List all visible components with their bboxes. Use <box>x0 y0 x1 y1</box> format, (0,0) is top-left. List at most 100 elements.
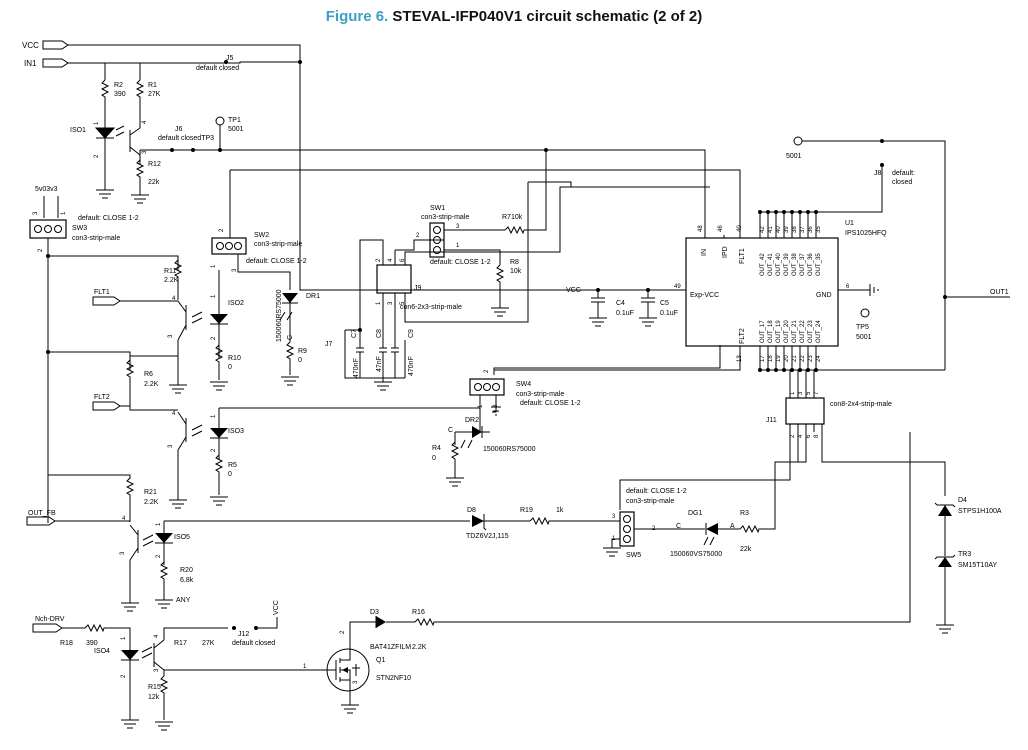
switch-sw4: 2 SW4 con3-strip-male default: CLOSE 1-2… <box>469 345 721 432</box>
svg-text:J9: J9 <box>414 285 422 292</box>
svg-text:Q1: Q1 <box>376 657 385 664</box>
svg-text:390: 390 <box>114 91 126 98</box>
svg-text:default closed: default closed <box>196 65 239 72</box>
jumper-j8: J8 default: closed <box>874 139 915 186</box>
svg-text:C5: C5 <box>660 300 669 307</box>
svg-text:0: 0 <box>432 455 436 462</box>
svg-text:40: 40 <box>737 225 743 232</box>
port-flt1: FLT1 4 <box>92 289 178 306</box>
jumper-j12: J12 default closed VCC <box>232 600 280 647</box>
svg-text:D4: D4 <box>958 497 967 504</box>
svg-text:FLT2: FLT2 <box>94 394 110 401</box>
svg-text:42: 42 <box>760 226 766 233</box>
svg-text:4: 4 <box>798 434 804 438</box>
svg-text:IN1: IN1 <box>24 59 37 68</box>
svg-text:27K: 27K <box>148 91 161 98</box>
resistor-r9: R9 0 <box>281 341 307 386</box>
resistor-r2: R2 390 <box>100 79 126 128</box>
svg-text:DR2: DR2 <box>465 417 479 424</box>
svg-text:3: 3 <box>142 150 148 154</box>
resistor-r15: R15 12k 1 <box>148 664 307 731</box>
svg-text:5v03v3: 5v03v3 <box>35 186 58 193</box>
svg-text:3: 3 <box>353 680 359 684</box>
svg-text:36: 36 <box>808 226 814 233</box>
svg-text:8: 8 <box>814 434 820 438</box>
svg-text:IN: IN <box>701 249 708 256</box>
svg-text:OUT_24: OUT_24 <box>816 320 822 343</box>
svg-text:3: 3 <box>388 301 394 305</box>
svg-text:J6: J6 <box>175 126 183 133</box>
svg-text:J12: J12 <box>238 631 249 638</box>
svg-text:2: 2 <box>340 630 346 634</box>
svg-text:FLT2: FLT2 <box>739 328 746 344</box>
svg-text:1k: 1k <box>556 507 564 514</box>
svg-text:0: 0 <box>298 357 302 364</box>
svg-text:OUT_20: OUT_20 <box>784 320 790 343</box>
svg-text:5001: 5001 <box>228 126 244 133</box>
svg-text:OUT_23: OUT_23 <box>808 320 814 343</box>
svg-text:SW3: SW3 <box>72 225 87 232</box>
svg-text:OUT_37: OUT_37 <box>800 253 806 276</box>
svg-text:22k: 22k <box>740 546 752 553</box>
svg-text:0.1uF: 0.1uF <box>616 310 634 317</box>
svg-text:12k: 12k <box>148 694 160 701</box>
svg-text:C: C <box>287 335 294 340</box>
svg-text:2: 2 <box>94 154 100 158</box>
capacitor-c7: C7 470nF <box>351 329 364 378</box>
svg-text:46: 46 <box>718 225 724 232</box>
svg-text:2.2K: 2.2K <box>412 644 427 651</box>
zener-d8: D8 TDZ6V2J,115 <box>466 507 530 540</box>
svg-text:FLT1: FLT1 <box>94 289 110 296</box>
svg-text:C9: C9 <box>408 329 415 338</box>
led-dr1: DR1 150060RS75000 C <box>276 289 320 342</box>
svg-text:OUT_19: OUT_19 <box>776 320 782 343</box>
svg-text:2: 2 <box>416 233 420 239</box>
svg-text:ISO3: ISO3 <box>228 428 244 435</box>
svg-text:default: CLOSE 1-2: default: CLOSE 1-2 <box>626 488 687 495</box>
svg-text:OUT_22: OUT_22 <box>800 320 806 343</box>
svg-text:J5: J5 <box>226 55 234 62</box>
resistor-r12: R12 22k <box>131 150 161 204</box>
svg-text:23: 23 <box>808 355 814 362</box>
svg-text:0: 0 <box>228 364 232 371</box>
svg-text:default: CLOSE 1-2: default: CLOSE 1-2 <box>430 259 491 266</box>
svg-text:21: 21 <box>792 355 798 362</box>
svg-text:5: 5 <box>400 301 406 305</box>
svg-text:41: 41 <box>768 226 774 233</box>
svg-text:OUT_41: OUT_41 <box>768 253 774 276</box>
optocoupler-iso5: 3 ISO5 1 2 <box>120 520 470 612</box>
svg-text:5001: 5001 <box>856 334 872 341</box>
svg-text:470nF: 470nF <box>353 358 360 378</box>
svg-text:4: 4 <box>172 296 176 302</box>
svg-text:2: 2 <box>211 448 217 452</box>
connector-j7: J7 <box>325 328 405 379</box>
svg-text:D8: D8 <box>467 507 476 514</box>
svg-text:3: 3 <box>168 444 174 448</box>
svg-text:D3: D3 <box>370 609 379 616</box>
svg-text:default: CLOSE 1-2: default: CLOSE 1-2 <box>520 400 581 407</box>
svg-text:40: 40 <box>776 226 782 233</box>
svg-text:default closed: default closed <box>232 640 275 647</box>
svg-text:35: 35 <box>816 226 822 233</box>
svg-text:0.1uF: 0.1uF <box>660 310 678 317</box>
resistor-r8: R8 10k <box>491 259 522 317</box>
svg-text:17: 17 <box>760 355 766 362</box>
svg-text:TP1: TP1 <box>228 117 241 124</box>
svg-text:R20: R20 <box>180 567 193 574</box>
svg-text:3: 3 <box>33 211 39 215</box>
svg-text:C8: C8 <box>376 329 383 338</box>
svg-text:2: 2 <box>484 369 490 373</box>
svg-text:Exp-VCC: Exp-VCC <box>690 292 719 299</box>
svg-text:R12: R12 <box>148 161 161 168</box>
svg-text:150060VS75000: 150060VS75000 <box>670 551 722 558</box>
svg-text:4: 4 <box>154 634 160 638</box>
switch-sw3: 5v03v3 3 1 default: CLOSE 1-2 SW3 con3-s… <box>29 186 139 523</box>
led-dg1: DG1 C A 150060VS75000 <box>670 510 740 558</box>
svg-text:0: 0 <box>228 471 232 478</box>
svg-text:OUT_FB: OUT_FB <box>28 510 56 517</box>
svg-text:con6-2x3-strip-male: con6-2x3-strip-male <box>400 304 462 311</box>
resistor-r4: R4 0 <box>432 441 464 487</box>
in-net <box>193 149 706 235</box>
testpoint-tp5: TP5 5001 <box>856 308 872 341</box>
svg-text:BAT41ZFILM: BAT41ZFILM <box>370 644 411 651</box>
